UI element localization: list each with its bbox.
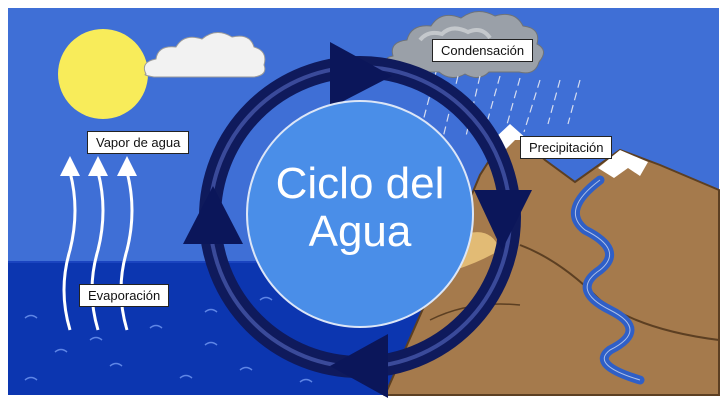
evaporation-label: Evaporación (79, 284, 170, 307)
vapor-label: Vapor de agua (87, 131, 190, 154)
vapor-arrow-icon (62, 171, 77, 331)
diagram-title: Ciclo del Agua (246, 160, 474, 256)
center-circle (246, 100, 474, 328)
cloud-icon (143, 32, 266, 78)
title-line-1: Ciclo del (275, 159, 445, 208)
sun-icon (58, 29, 148, 119)
precipitation-label: Precipitación (520, 136, 613, 159)
cycle-arrow-left (183, 186, 243, 244)
vapor-arrow-icon (119, 171, 134, 331)
vapor-arrow-heads (60, 156, 137, 176)
cycle-arrow-bottom (330, 334, 388, 398)
cycle-arrow-top (330, 42, 392, 108)
cycle-arrow-right (474, 190, 532, 250)
vapor-arrow-icon (90, 171, 105, 331)
vapor-arrows (62, 171, 134, 331)
title-line-2: Agua (308, 207, 412, 256)
condensation-label: Condensación (432, 39, 534, 62)
